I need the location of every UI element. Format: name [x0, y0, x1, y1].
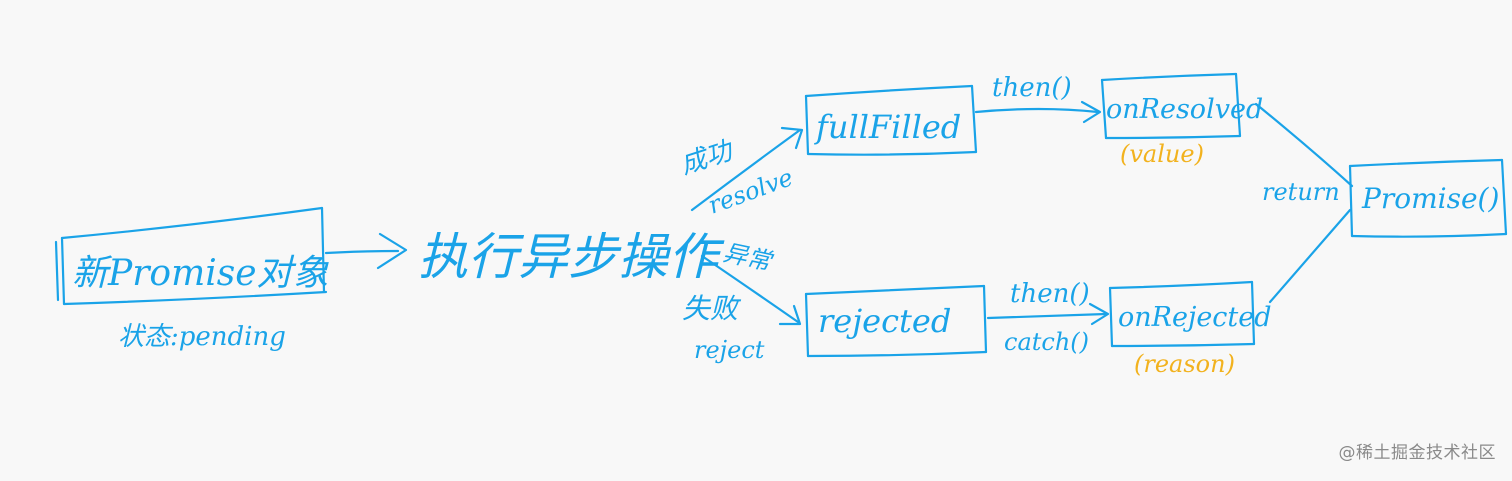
failure-edge: 异常 失败 reject: [682, 238, 802, 364]
then-top-label: then(): [992, 73, 1072, 103]
rejected-node: rejected: [804, 284, 988, 358]
new-promise-node: 新Promise对象: [54, 206, 330, 306]
on-rejected-label: onRejected: [1118, 302, 1272, 333]
async-operation-label: 执行异步操作: [418, 228, 725, 286]
then-top-edge: then(): [974, 73, 1102, 124]
success-label: 成功: [677, 135, 739, 181]
then-bottom-label: then(): [1010, 279, 1090, 309]
reject-label: reject: [694, 336, 765, 364]
new-promise-label: 新Promise对象: [72, 253, 330, 294]
promise-out-label: Promise(): [1361, 182, 1499, 215]
value-param: (value): [1120, 140, 1204, 168]
fulfilled-node: fullFilled: [804, 84, 978, 156]
return-edges: return: [1254, 102, 1354, 304]
exception-label: 异常: [721, 238, 777, 276]
on-resolved-label: onResolved: [1106, 94, 1263, 125]
then-catch-edge: then() catch(): [986, 279, 1110, 356]
promise-out-node: Promise(): [1348, 158, 1508, 238]
arrow-to-async: [324, 232, 408, 270]
watermark: @稀土掘金技术社区: [1338, 443, 1496, 463]
catch-label: catch(): [1004, 328, 1089, 356]
on-resolved-node: onResolved: [1100, 72, 1263, 140]
failure-label: 失败: [682, 292, 742, 325]
fulfilled-label: fullFilled: [814, 108, 961, 146]
state-label: 状态:pending: [118, 322, 286, 352]
resolve-label: resolve: [704, 163, 796, 219]
on-rejected-node: onRejected: [1108, 280, 1272, 348]
return-label: return: [1262, 178, 1340, 206]
reason-param: (reason): [1134, 350, 1235, 378]
rejected-label: rejected: [818, 302, 951, 340]
success-edge: 成功 resolve: [677, 126, 804, 220]
